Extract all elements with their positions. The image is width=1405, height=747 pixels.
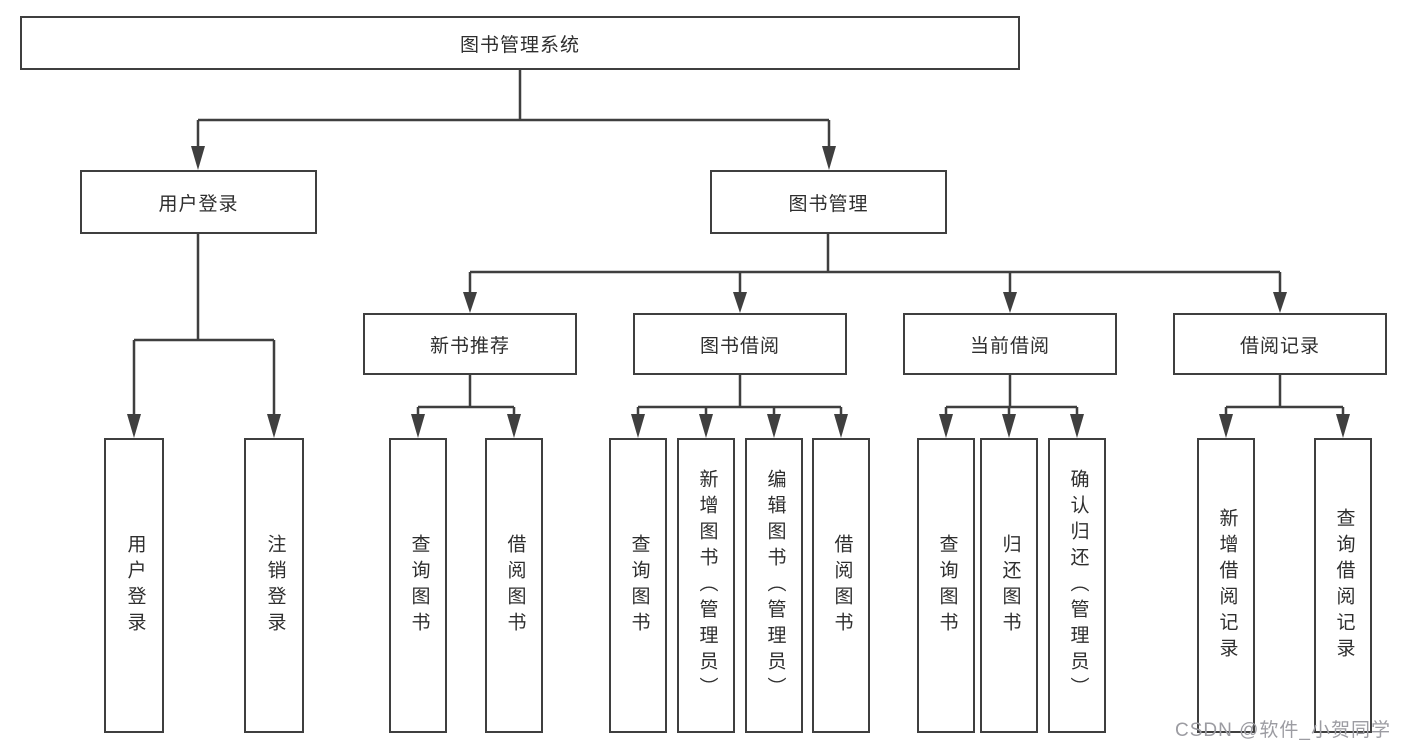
arrow-icon [1002,414,1016,438]
node-label: 图书管理系统 [459,34,580,56]
node-label: 图书借阅 [699,335,780,357]
arrow-icon [822,146,836,170]
arrow-icon [699,414,713,438]
node-cat-borrow-record: 借阅记录 [1173,313,1387,375]
arrow-icon [1219,414,1233,438]
arrow-icon [767,414,781,438]
arrowheads [127,146,1350,438]
node-label: 查询图书 [936,533,958,638]
node-label: 新增借阅记录 [1216,507,1238,664]
node-label: 借阅图书 [831,533,853,638]
node-leaf-user-login: 用户登录 [104,438,164,733]
arrow-icon [1273,292,1287,313]
arrow-icon [1003,292,1017,313]
arrow-icon [507,414,521,438]
node-leaf-bb-borrow-book: 借阅图书 [812,438,870,733]
node-root: 图书管理系统 [20,16,1020,70]
csdn-watermark: CSDN @软件_小贺同学 [1175,720,1391,741]
arrow-icon [631,414,645,438]
node-leaf-bb-edit-book: 编辑图书（管理员） [745,438,803,733]
node-label: 借阅记录 [1239,335,1320,357]
arrow-icon [267,414,281,438]
node-leaf-rec-borrow-book: 借阅图书 [485,438,543,733]
arrow-icon [834,414,848,438]
node-branch-user-login: 用户登录 [80,170,317,234]
arrow-icon [191,146,205,170]
node-label: 借阅图书 [504,533,526,638]
arrow-icon [127,414,141,438]
node-leaf-bb-add-book: 新增图书（管理员） [677,438,735,733]
node-label: 查询图书 [408,533,430,638]
node-leaf-rec-query-book: 查询图书 [389,438,447,733]
node-label: 当前借阅 [969,335,1050,357]
node-leaf-bb-query-book: 查询图书 [609,438,667,733]
node-leaf-cb-return-book: 归还图书 [980,438,1038,733]
node-leaf-cb-query-book: 查询图书 [917,438,975,733]
node-label: 新增图书（管理员） [696,468,718,703]
arrow-icon [939,414,953,438]
node-label: 归还图书 [999,533,1021,638]
tree-edges [132,70,1345,416]
node-label: 新书推荐 [429,335,510,357]
node-label: 编辑图书（管理员） [764,468,786,703]
arrow-icon [733,292,747,313]
node-branch-book-mgmt: 图书管理 [710,170,947,234]
node-cat-current-borrow: 当前借阅 [903,313,1117,375]
arrow-icon [1070,414,1084,438]
node-leaf-br-query-record: 查询借阅记录 [1314,438,1372,733]
node-label: 用户登录 [124,533,146,638]
node-leaf-br-add-record: 新增借阅记录 [1197,438,1255,733]
node-label: 确认归还（管理员） [1067,468,1089,703]
node-leaf-cb-confirm-return: 确认归还（管理员） [1048,438,1106,733]
arrow-icon [463,292,477,313]
node-label: 查询借阅记录 [1333,507,1355,664]
arrow-icon [1336,414,1350,438]
node-label: 用户登录 [158,193,239,215]
node-cat-new-book-rec: 新书推荐 [363,313,577,375]
node-leaf-logout: 注销登录 [244,438,304,733]
node-label: 查询图书 [628,533,650,638]
node-label: 图书管理 [788,193,869,215]
node-label: 注销登录 [264,533,286,638]
arrow-icon [411,414,425,438]
node-cat-book-borrow: 图书借阅 [633,313,847,375]
